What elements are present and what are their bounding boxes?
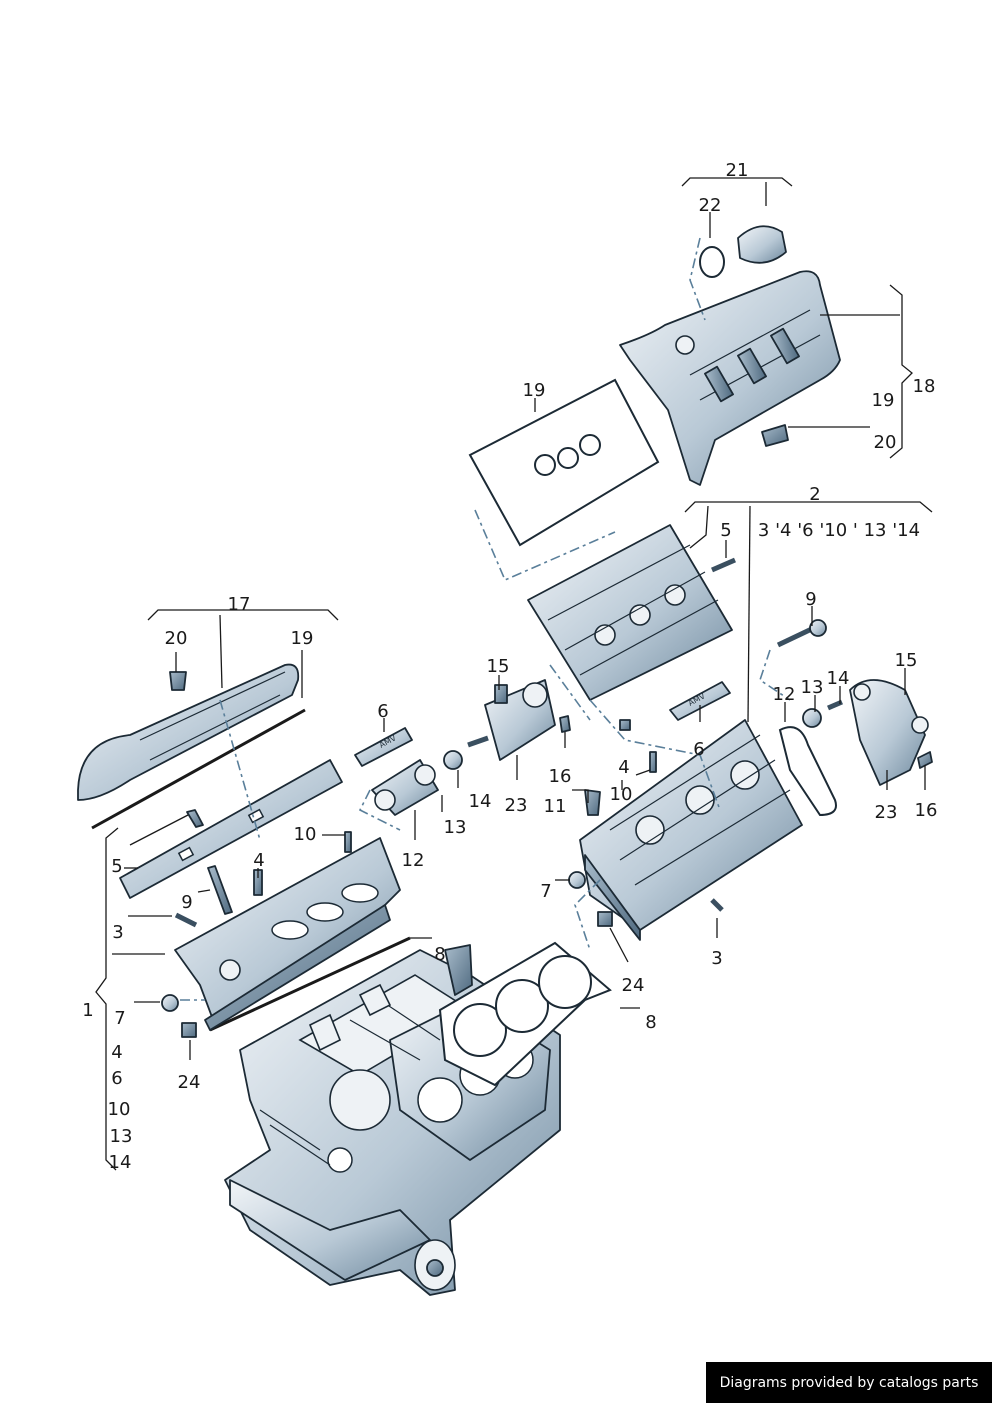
label-4-right: 4: [618, 757, 629, 778]
label-11: 11: [544, 796, 567, 817]
label-24-right: 24: [622, 975, 645, 996]
label-1-list-14: 14: [109, 1152, 132, 1173]
label-13-left: 13: [444, 817, 467, 838]
label-9-left: 9: [181, 892, 192, 913]
label-23-left: 23: [505, 795, 528, 816]
label-2: 2: [809, 484, 820, 505]
label-3-left: 3: [112, 922, 123, 943]
label-19-right: 19: [872, 390, 895, 411]
left-bank-small-parts: [161, 671, 571, 1038]
cylinder-head-cover-left: [77, 663, 306, 830]
label-12-left: 12: [402, 850, 425, 871]
label-7-right: 7: [540, 881, 551, 902]
callout-labels: 21 22 18 19 20 19 2 3 '4 '6 '10 ' 13 '14…: [82, 160, 937, 1173]
label-10-right: 10: [610, 784, 633, 805]
label-10-left: 10: [294, 824, 317, 845]
label-4-left: 4: [253, 850, 264, 871]
label-9-right: 9: [805, 589, 816, 610]
label-22: 22: [699, 195, 722, 216]
camshaft-housing-left: [119, 759, 343, 899]
label-6-right: 6: [693, 739, 704, 760]
label-15-right: 15: [895, 650, 918, 671]
label-5-left: 5: [111, 856, 122, 877]
leader-lines: [95, 177, 933, 1171]
label-17: 17: [228, 594, 251, 615]
label-20-left: 20: [165, 628, 188, 649]
footer-credit: Diagrams provided by catalogs parts: [706, 1362, 992, 1403]
dashed-assembly-lines: [180, 237, 791, 1001]
label-2-sub: 3 '4 '6 '10 ' 13 '14: [758, 520, 920, 541]
oil-filler-cap: [699, 225, 787, 278]
label-14-right: 14: [827, 668, 850, 689]
label-1-list-10: 10: [108, 1099, 131, 1120]
label-20-right: 20: [874, 432, 897, 453]
right-bank-small-parts: [568, 424, 933, 927]
label-14-left: 14: [469, 791, 492, 812]
label-24-left: 24: [178, 1072, 201, 1093]
label-16-right: 16: [915, 800, 938, 821]
label-16-left: 16: [549, 766, 572, 787]
cylinder-head-right: [579, 719, 803, 941]
label-8-right: 8: [645, 1012, 656, 1033]
label-8-left: 8: [434, 944, 445, 965]
camshaft-housing-right: [527, 524, 733, 701]
label-7-left: 7: [114, 1008, 125, 1029]
head-gasket-right: [438, 941, 612, 1087]
label-1-list-4: 4: [111, 1042, 122, 1063]
label-18: 18: [913, 376, 936, 397]
label-12-right: 12: [773, 684, 796, 705]
cylinder-head-left: [174, 837, 401, 1031]
label-3-right: 3: [711, 948, 722, 969]
label-6-left: 6: [377, 701, 388, 722]
label-13-right: 13: [801, 677, 824, 698]
label-19-top: 19: [523, 380, 546, 401]
label-21: 21: [726, 160, 749, 181]
label-19-left: 19: [291, 628, 314, 649]
cover-gasket-right: [468, 378, 660, 547]
label-1-list-6: 6: [111, 1068, 122, 1089]
cylinder-head-cover-right: [619, 270, 841, 486]
label-1-list-13: 13: [110, 1126, 133, 1147]
label-1: 1: [82, 1000, 93, 1021]
label-23-right: 23: [875, 802, 898, 823]
label-15-left: 15: [487, 656, 510, 677]
head-gasket-left: [209, 936, 411, 1032]
label-5-right: 5: [720, 520, 731, 541]
